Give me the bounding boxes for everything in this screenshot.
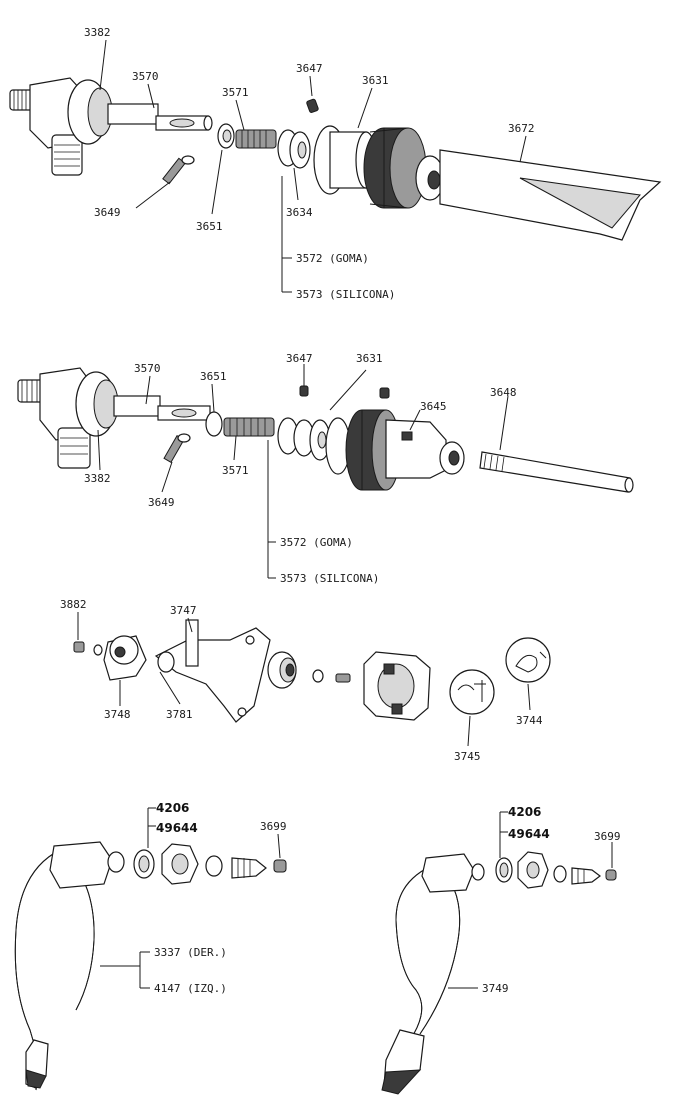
knob-3748: [103, 635, 147, 681]
sleeve: [553, 865, 567, 883]
bushing: [267, 651, 297, 689]
small-washer: [312, 669, 324, 683]
check-valve: [231, 857, 267, 879]
label-3651: 3651: [196, 220, 223, 233]
label-3651: 3651: [200, 370, 227, 383]
label-3572-goma: 3572 (GOMA): [296, 252, 369, 265]
label-3572-goma: 3572 (GOMA): [280, 536, 353, 549]
inlet-elbow-fitting: [17, 367, 119, 469]
label-3747: 3747: [170, 604, 197, 617]
stem-3570: [107, 103, 213, 131]
set-screw-3647: [299, 385, 309, 397]
label-3645: 3645: [420, 400, 447, 413]
label-3748: 3748: [104, 708, 131, 721]
small-screw: [335, 673, 351, 683]
nozzle-assembly-middle: 3570 3651 3647 3631 3645 3648 3382 3571 …: [17, 352, 634, 585]
label-3647: 3647: [296, 62, 323, 75]
hex-nut-49644: [161, 843, 199, 885]
label-3648: 3648: [490, 386, 517, 399]
o-ring-3634: [277, 129, 311, 169]
label-49644: 49644: [156, 821, 198, 835]
inlet-elbow-fitting: [9, 77, 113, 176]
label-3647: 3647: [286, 352, 313, 365]
screw-3882: [73, 641, 103, 656]
label-3631: 3631: [356, 352, 383, 365]
label-3699: 3699: [594, 830, 621, 843]
pipe-tip: [25, 1039, 49, 1089]
label-3882: 3882: [60, 598, 87, 611]
collar: [363, 651, 431, 721]
label-3634: 3634: [286, 206, 313, 219]
label-3570: 3570: [134, 362, 161, 375]
valve-assembly: 3882 3747 3748 3781 3745 3744: [60, 598, 551, 763]
label-3571: 3571: [222, 464, 249, 477]
spring-3571: [235, 129, 277, 149]
label-3573-silicona: 3573 (SILICONA): [296, 288, 395, 301]
screw-3649: [162, 155, 195, 185]
label-3781: 3781: [166, 708, 193, 721]
stem-3570: [113, 395, 211, 421]
washer-3651: [205, 411, 223, 437]
spring-3571: [223, 417, 275, 437]
label-3649: 3649: [148, 496, 175, 509]
label-3571: 3571: [222, 86, 249, 99]
label-3744: 3744: [516, 714, 543, 727]
pipe-assembly-left: 4206 49644 3699 3337 (DER.) 4147 (IZQ.): [14, 801, 287, 1091]
label-plate-3745: [449, 669, 495, 715]
label-3337-der: 3337 (DER.): [154, 946, 227, 959]
set-screw-3647: [306, 98, 319, 113]
nozzle-body-3631: [313, 125, 445, 209]
bracket-3747: [154, 619, 271, 723]
label-4206: 4206: [508, 805, 541, 819]
sleeve: [205, 855, 223, 877]
pipe-tip: [381, 1029, 425, 1095]
label-4206: 4206: [156, 801, 189, 815]
label-3749: 3749: [482, 982, 509, 995]
check-valve: [571, 867, 601, 885]
nozzle-assembly-top: 3382 3570 3647 3631 3571 3672 3649 3651 …: [9, 26, 662, 301]
label-3672: 3672: [508, 122, 535, 135]
label-49644: 49644: [508, 827, 550, 841]
nozzle-body-3631: [325, 409, 465, 491]
filter-3699: [273, 859, 287, 873]
label-3699: 3699: [260, 820, 287, 833]
hex-nut-49644: [517, 851, 549, 889]
fan-tip-3672: [439, 149, 662, 241]
label-3382: 3382: [84, 472, 111, 485]
label-3745: 3745: [454, 750, 481, 763]
pipe-nut: [421, 853, 485, 893]
label-4147-izq: 4147 (IZQ.): [154, 982, 227, 995]
o-rings: [277, 417, 331, 461]
screw-3649: [163, 433, 191, 463]
set-screw-3645: [379, 387, 390, 399]
pipe-assembly-right: 4206 49644 3699 3749: [381, 805, 621, 1095]
label-3570: 3570: [132, 70, 159, 83]
pipe-nut: [49, 841, 125, 889]
label-3573-silicona: 3573 (SILICONA): [280, 572, 379, 585]
filter-3699: [605, 869, 617, 881]
label-3631: 3631: [362, 74, 389, 87]
label-plate-3744: [505, 637, 551, 683]
rod-3648: [479, 451, 634, 493]
label-3382: 3382: [84, 26, 111, 39]
label-3649: 3649: [94, 206, 121, 219]
